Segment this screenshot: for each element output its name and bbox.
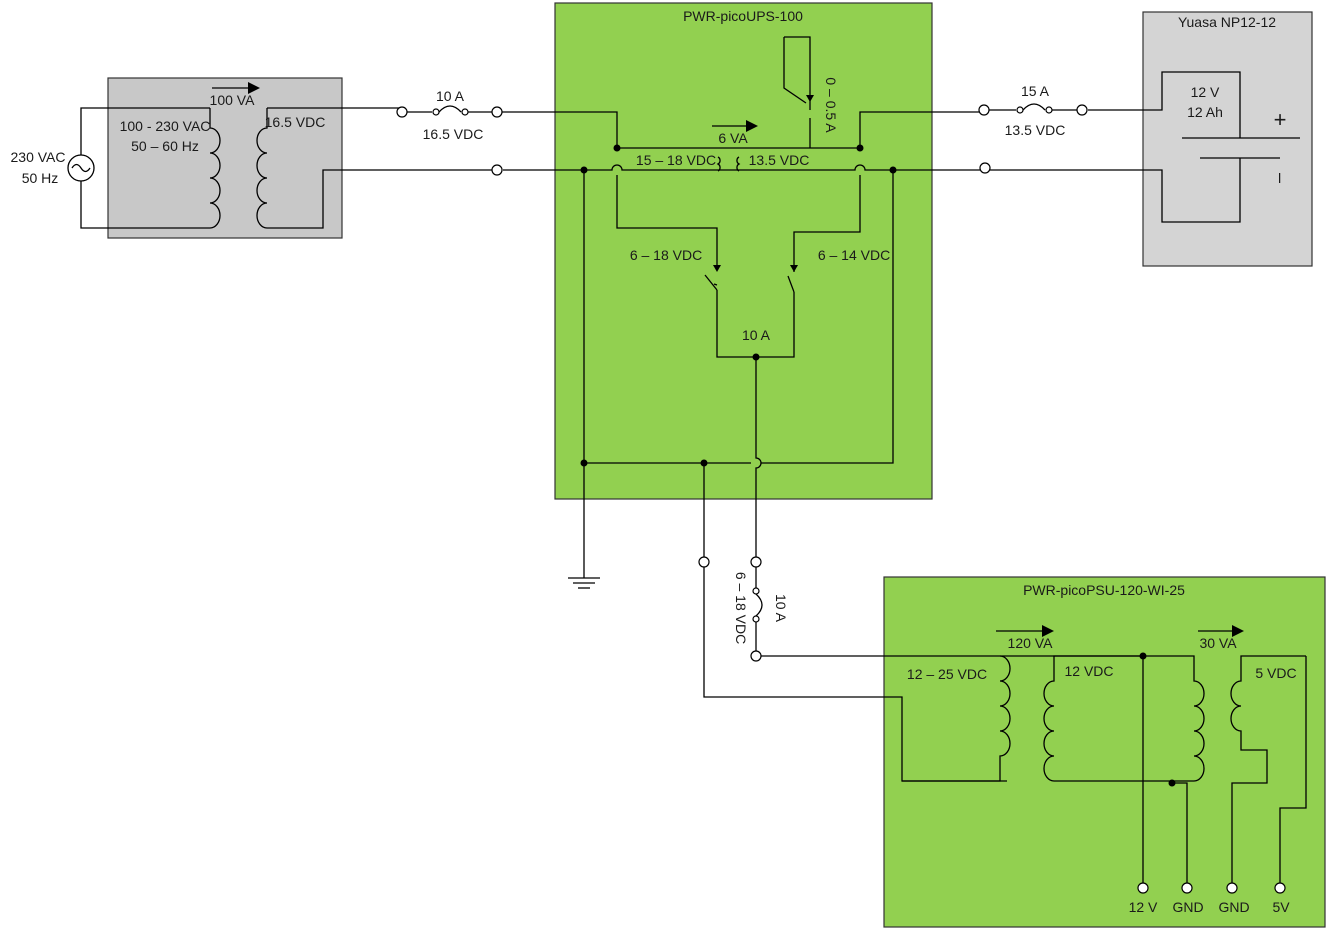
charger-input-voltage: 15 – 18 VDC <box>636 152 716 168</box>
wiring <box>267 36 1241 782</box>
input-fuse <box>396 105 503 176</box>
psu-module-box <box>883 576 1326 928</box>
psu-stage1-transformer <box>902 625 1143 782</box>
supply-transformer <box>209 82 497 229</box>
switch-arrow-icon <box>790 265 798 272</box>
psu-stage2-transformer <box>1143 625 1307 885</box>
output-label-5v: 5V <box>1272 899 1290 915</box>
input-fuse-voltage: 16.5 VDC <box>423 126 484 142</box>
output-label-gnd-1: GND <box>1172 899 1203 915</box>
ups-module-box <box>554 2 933 500</box>
battery-fuse-voltage: 13.5 VDC <box>1005 122 1066 138</box>
battery-box <box>1142 11 1313 267</box>
psu-stage2-power: 30 VA <box>1199 635 1237 651</box>
arrow-head-icon <box>1042 625 1054 637</box>
switch-arrow-icon <box>713 265 721 272</box>
battery-title: Yuasa NP12-12 <box>1178 14 1276 30</box>
battery-plus-sign: + <box>1274 107 1287 132</box>
ups-title: PWR-picoUPS-100 <box>683 8 803 24</box>
source-voltage: 230 VAC <box>11 149 66 165</box>
input-fuse-current: 10 A <box>436 88 465 104</box>
psu-stage2-output: 5 VDC <box>1255 665 1296 681</box>
battery-voltage: 12 V <box>1191 84 1220 100</box>
psu-title: PWR-picoPSU-120-WI-25 <box>1023 582 1185 598</box>
output-label-12v: 12 V <box>1129 899 1158 915</box>
supply-input-range: 100 - 230 VAC <box>120 118 211 134</box>
arrow-head-icon <box>1232 625 1244 637</box>
output-terminal-5v[interactable] <box>1274 882 1286 894</box>
ac-source <box>67 107 210 229</box>
battery-fuse <box>978 103 1088 174</box>
supply-output-voltage: 16.5 VDC <box>265 114 326 130</box>
ups-output-current: 10 A <box>742 327 771 343</box>
sine-wave-icon <box>71 163 91 173</box>
output-terminal-gnd-2[interactable] <box>1226 882 1238 894</box>
supply-power: 100 VA <box>210 92 256 108</box>
output-terminal-12v[interactable] <box>1137 882 1149 894</box>
source-frequency: 50 Hz <box>22 170 59 186</box>
power-supply-box <box>107 77 343 239</box>
battery-switch-range: 6 – 14 VDC <box>818 247 890 263</box>
charge-current: 0 – 0.5 A <box>823 77 839 133</box>
charger-power: 6 VA <box>718 130 748 146</box>
output-fuse-voltage: 6 – 18 VDC <box>733 572 749 644</box>
psu-stage1-power: 120 VA <box>1008 635 1054 651</box>
battery-minus-sign: – <box>1271 173 1291 183</box>
battery-cell-icon <box>1182 137 1300 159</box>
supply-frequency-range: 50 – 60 Hz <box>131 138 199 154</box>
battery-fuse-current: 15 A <box>1021 83 1050 99</box>
output-fuse <box>698 556 763 662</box>
charger-output-voltage: 13.5 VDC <box>749 152 810 168</box>
psu-stage1-input: 12 – 25 VDC <box>907 666 987 682</box>
source-switch-range: 6 – 18 VDC <box>630 247 702 263</box>
psu-output-terminals <box>1137 882 1286 894</box>
ground-icon <box>568 577 600 589</box>
output-label-gnd-2: GND <box>1218 899 1249 915</box>
charger-transformer <box>712 120 758 172</box>
switch-arrow-icon <box>806 95 814 102</box>
output-terminal-gnd-1[interactable] <box>1181 882 1193 894</box>
output-fuse-current: 10 A <box>773 594 789 623</box>
battery-capacity: 12 Ah <box>1187 104 1223 120</box>
arrow-head-icon <box>746 120 758 132</box>
arrow-head-icon <box>248 82 260 94</box>
psu-stage1-output: 12 VDC <box>1064 663 1113 679</box>
